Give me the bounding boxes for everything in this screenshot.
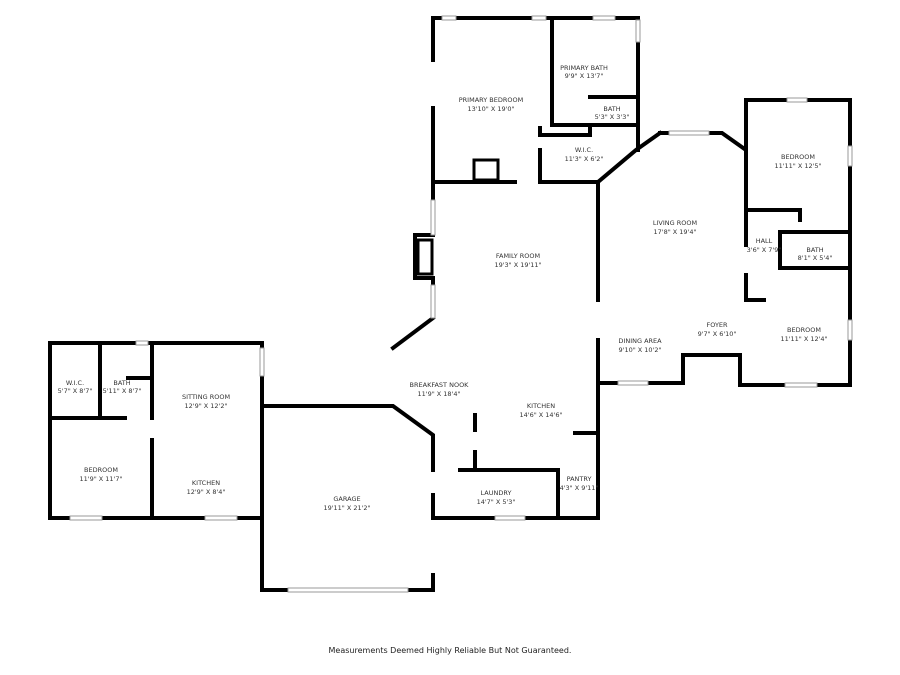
room-size: 11'11" X 12'5" (774, 162, 821, 170)
room-name: GARAGE (333, 495, 360, 503)
room-name: PANTRY (567, 475, 592, 483)
room-size: 14'7" X 5'3" (477, 498, 516, 506)
windows (69, 15, 853, 593)
room-size: 9'10" X 10'2" (619, 346, 662, 354)
room-name: HALL (756, 237, 773, 245)
room-size: 11'9" X 18'4" (418, 390, 461, 398)
room-size: 11'9" X 11'7" (80, 475, 123, 483)
disclaimer-text: Measurements Deemed Highly Reliable But … (328, 646, 572, 655)
room-size: 11'3" X 6'2" (565, 155, 604, 163)
room-size: 5'3" X 3'3" (595, 113, 630, 121)
room-size: 17'8" X 19'4" (654, 228, 697, 236)
room-name: DINING AREA (618, 337, 662, 345)
room-size: 3'6" X 7'9" (747, 246, 782, 254)
room-name: BREAKFAST NOOK (410, 381, 470, 389)
room-name: SITTING ROOM (182, 393, 230, 401)
fireplaces (416, 158, 500, 276)
room-name: FOYER (706, 321, 728, 329)
room-size: 13'10" X 19'0" (467, 105, 514, 113)
room-name: KITCHEN (527, 402, 555, 410)
room-name: LAUNDRY (481, 489, 512, 497)
room-name: BATH (806, 246, 823, 254)
room-labels: PRIMARY BEDROOM 13'10" X 19'0" PRIMARY B… (58, 64, 833, 512)
room-size: 12'9" X 12'2" (185, 402, 228, 410)
room-size: 12'9" X 8'4" (187, 488, 226, 496)
room-size: 4'3" X 9'11" (560, 484, 599, 492)
room-name: BEDROOM (787, 326, 821, 334)
room-name: W.I.C. (575, 146, 593, 154)
room-size: 9'9" X 13'7" (565, 72, 604, 80)
room-name: BEDROOM (781, 153, 815, 161)
room-name: BEDROOM (84, 466, 118, 474)
room-size: 9'7" X 6'10" (698, 330, 737, 338)
room-size: 14'6" X 14'6" (520, 411, 563, 419)
room-size: 11'11" X 12'4" (780, 335, 827, 343)
room-size: 5'7" X 8'7" (58, 387, 93, 395)
walls (48, 16, 852, 592)
room-name: LIVING ROOM (653, 219, 697, 227)
room-size: 19'11" X 21'2" (323, 504, 370, 512)
room-name: PRIMARY BEDROOM (459, 96, 523, 104)
room-name: BATH (113, 379, 130, 387)
room-size: 19'3" X 19'11" (494, 261, 541, 269)
room-name: KITCHEN (192, 479, 220, 487)
room-name: BATH (603, 105, 620, 113)
room-name: W.I.C. (66, 379, 84, 387)
room-name: PRIMARY BATH (560, 64, 608, 72)
room-size: 8'1" X 5'4" (798, 254, 833, 262)
room-size: 5'11" X 8'7" (103, 387, 142, 395)
room-name: FAMILY ROOM (496, 252, 540, 260)
